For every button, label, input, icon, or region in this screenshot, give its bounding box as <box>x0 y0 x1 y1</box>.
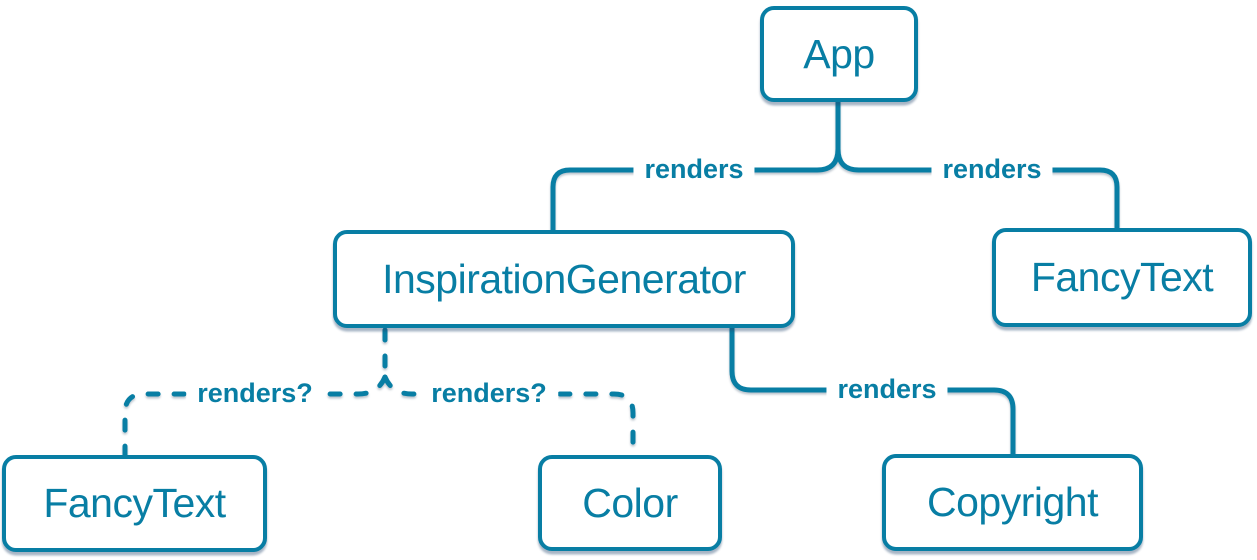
edge-label-inspiration-generator-to-copyright: renders <box>826 374 948 405</box>
node-fancy-text-bottom: FancyText <box>2 455 267 552</box>
edge-inspiration-generator-to-fancy-text <box>122 374 388 458</box>
node-label-fancy-text-bottom: FancyText <box>43 480 226 526</box>
edge-label-app-to-fancy-text: renders <box>931 154 1053 185</box>
edge-label-app-to-inspiration-generator: renders <box>633 154 755 185</box>
node-label-copyright: Copyright <box>927 479 1098 525</box>
node-inspiration-generator: InspirationGenerator <box>333 230 795 328</box>
edge-inspiration-generator-to-color <box>382 374 636 458</box>
node-copyright: Copyright <box>882 454 1143 551</box>
edge-label-inspiration-generator-to-color: renders? <box>420 378 558 409</box>
node-fancy-text-top: FancyText <box>992 228 1252 327</box>
node-label-color: Color <box>582 479 678 526</box>
node-label-fancy-text-top: FancyText <box>1030 254 1214 300</box>
node-color: Color <box>538 455 722 551</box>
edge-label-inspiration-generator-to-fancy-text: renders? <box>186 378 324 409</box>
node-app: App <box>760 6 918 102</box>
node-label-inspiration-generator: InspirationGenerator <box>382 255 746 302</box>
node-label-app: App <box>803 30 875 77</box>
